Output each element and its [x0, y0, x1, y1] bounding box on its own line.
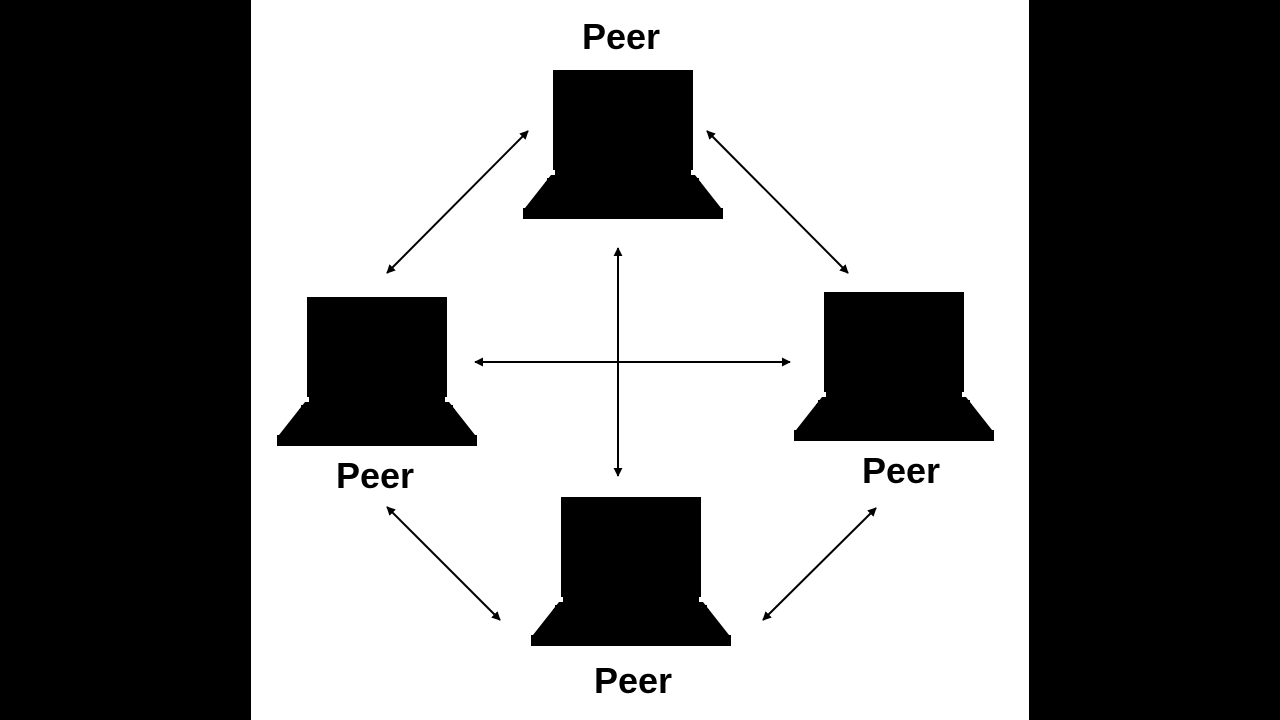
peer-to-peer-diagram: Peer Peer Peer Peer — [277, 16, 994, 701]
peer-bottom-label: Peer — [594, 660, 672, 701]
peer-left-laptop-icon — [277, 297, 477, 446]
diagram-panel: Peer Peer Peer Peer — [251, 0, 1029, 720]
link-top-right — [706, 130, 849, 274]
peer-left-label: Peer — [336, 455, 414, 496]
peer-right-label: Peer — [862, 450, 940, 491]
link-left-bottom — [386, 506, 501, 621]
peer-right-laptop-icon — [794, 292, 994, 441]
link-top-left — [386, 130, 529, 274]
link-right-bottom — [762, 507, 877, 621]
peer-top-label: Peer — [582, 16, 660, 57]
peer-top-laptop-icon — [523, 70, 723, 219]
peer-bottom-laptop-icon — [531, 497, 731, 646]
